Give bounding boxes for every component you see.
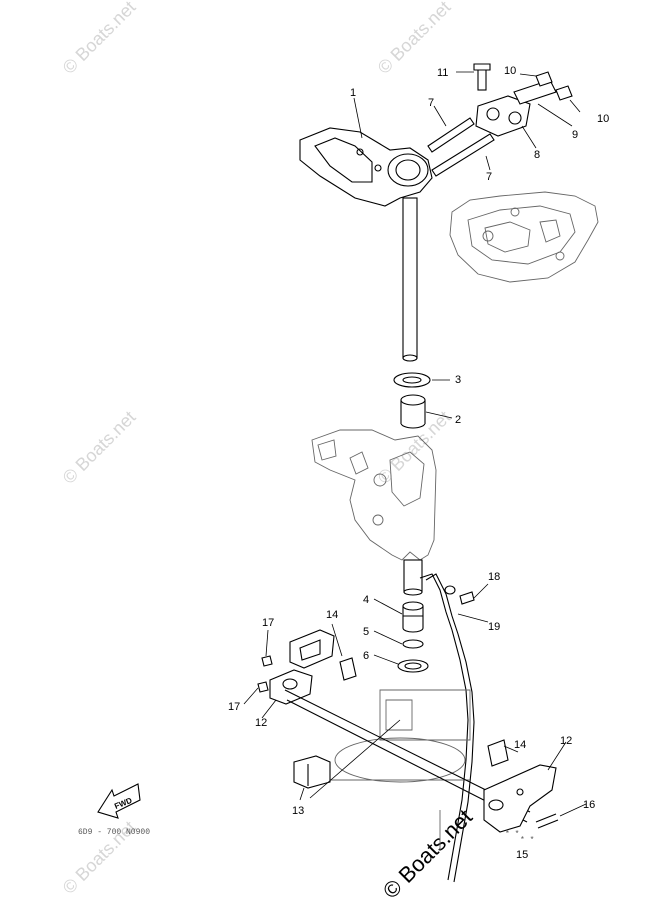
watermarks: © Boats.net © Boats.net © Boats.net © Bo…	[59, 0, 477, 904]
lower-bushings-parts-4-5-6	[397, 601, 429, 673]
nut-glyph-a: * *	[505, 830, 519, 839]
callout-2: 2	[455, 414, 461, 426]
callout-7-upper: 7	[428, 97, 434, 109]
ground-lead-parts-18-19	[419, 573, 475, 883]
watermark-top-left: © Boats.net	[59, 0, 140, 78]
fasteners-parts-15-16-17: * * * *	[257, 655, 559, 845]
steering-bracket-part-1	[299, 127, 433, 362]
callout-17-lower: 17	[228, 701, 240, 713]
callout-10-right: 10	[597, 113, 609, 125]
swivel-bracket-casting	[311, 429, 437, 596]
callout-1: 1	[350, 87, 356, 99]
diagram-code: 6D9 - 700 N0900	[78, 828, 150, 837]
thrust-block-part-13	[293, 755, 331, 789]
nut-glyph-b: * *	[520, 836, 534, 845]
upper-mount-hardware	[473, 63, 573, 137]
callout-17-upper: 17	[262, 617, 274, 629]
callout-18: 18	[488, 571, 500, 583]
callout-15: 15	[516, 849, 528, 861]
stud-bolts-part-7	[427, 117, 495, 177]
callout-19: 19	[488, 621, 500, 633]
callout-10-left: 10	[504, 65, 516, 77]
callout-12-right: 12	[560, 735, 572, 747]
callout-12-left: 12	[255, 717, 267, 729]
callout-14-right: 14	[514, 739, 526, 751]
callout-16: 16	[583, 799, 595, 811]
fwd-arrow-icon	[97, 783, 141, 819]
callout-11: 11	[437, 67, 448, 79]
callout-14-left: 14	[326, 609, 338, 621]
callout-13: 13	[292, 805, 304, 817]
callout-9: 9	[572, 129, 578, 141]
callout-7-lower: 7	[486, 171, 492, 183]
callout-3: 3	[455, 374, 461, 386]
leader-lines	[243, 71, 587, 817]
seal-part-3	[393, 372, 431, 388]
callout-8: 8	[534, 149, 540, 161]
watermark-bottom-right: © Boats.net	[378, 804, 477, 903]
watermark-middle-left: © Boats.net	[59, 407, 140, 488]
callout-6: 6	[363, 650, 369, 662]
bushing-part-2	[400, 394, 426, 429]
callout-5: 5	[363, 626, 369, 638]
clamp-base-ghost	[330, 689, 471, 850]
upper-casing-ghost	[449, 191, 599, 283]
forward-arrow-indicator: FWD	[97, 783, 141, 819]
callouts: 1 2 3 4 5 6 7 7 8 9 10 10 11 12 12 13 14…	[228, 65, 609, 861]
clamp-brackets-part-12	[269, 669, 557, 833]
pads-part-14	[289, 629, 509, 767]
callout-4: 4	[363, 594, 369, 606]
